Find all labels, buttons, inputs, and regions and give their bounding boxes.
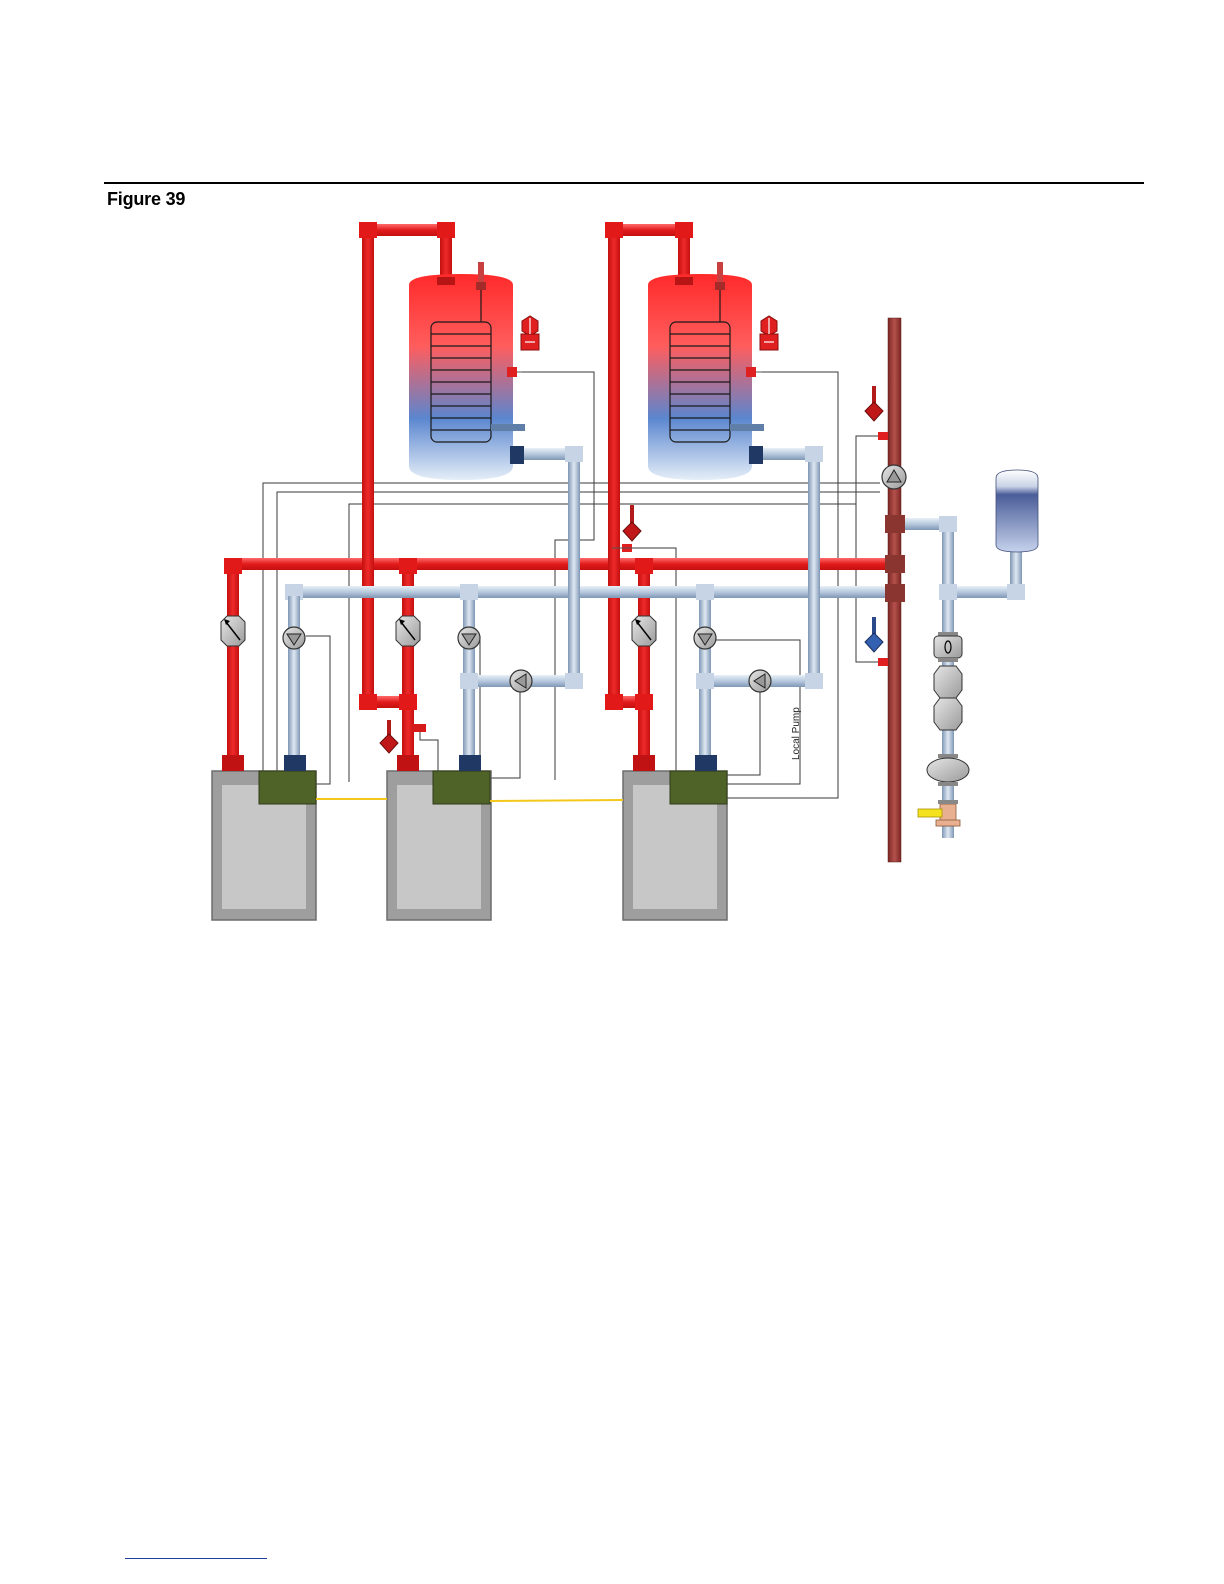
tank-2-pump-icon xyxy=(749,670,771,692)
tank-1-aquastat-icon xyxy=(521,316,539,350)
boiler-1-flow-valve-icon xyxy=(221,616,245,646)
tank-2-aquastat-icon xyxy=(760,316,778,350)
indirect-tank-1 xyxy=(409,262,525,480)
local-pump-label: Local Pump xyxy=(791,707,802,760)
boiler-3-flow-valve-icon xyxy=(632,616,656,646)
boiler-3-pump-icon xyxy=(694,627,716,649)
boiler-3 xyxy=(623,771,727,920)
footer-link-rule xyxy=(125,1558,267,1559)
supply-piping xyxy=(222,222,893,771)
boiler-2-sensor-icon xyxy=(380,720,398,753)
system-supply-sensor-icon xyxy=(865,386,888,440)
expansion-tank-icon xyxy=(996,470,1038,552)
system-pipe xyxy=(885,318,905,862)
boiler-2-flow-valve-icon xyxy=(396,616,420,646)
boiler-1 xyxy=(212,771,316,920)
boiler-2 xyxy=(387,771,491,920)
system-return-sensor-icon xyxy=(865,617,888,666)
indirect-tank-2 xyxy=(648,262,764,480)
boiler-2-pump-icon xyxy=(458,627,480,649)
boiler-1-pump-icon xyxy=(283,627,305,649)
tank-1-pump-icon xyxy=(510,670,532,692)
system-pump-icon xyxy=(882,465,906,489)
